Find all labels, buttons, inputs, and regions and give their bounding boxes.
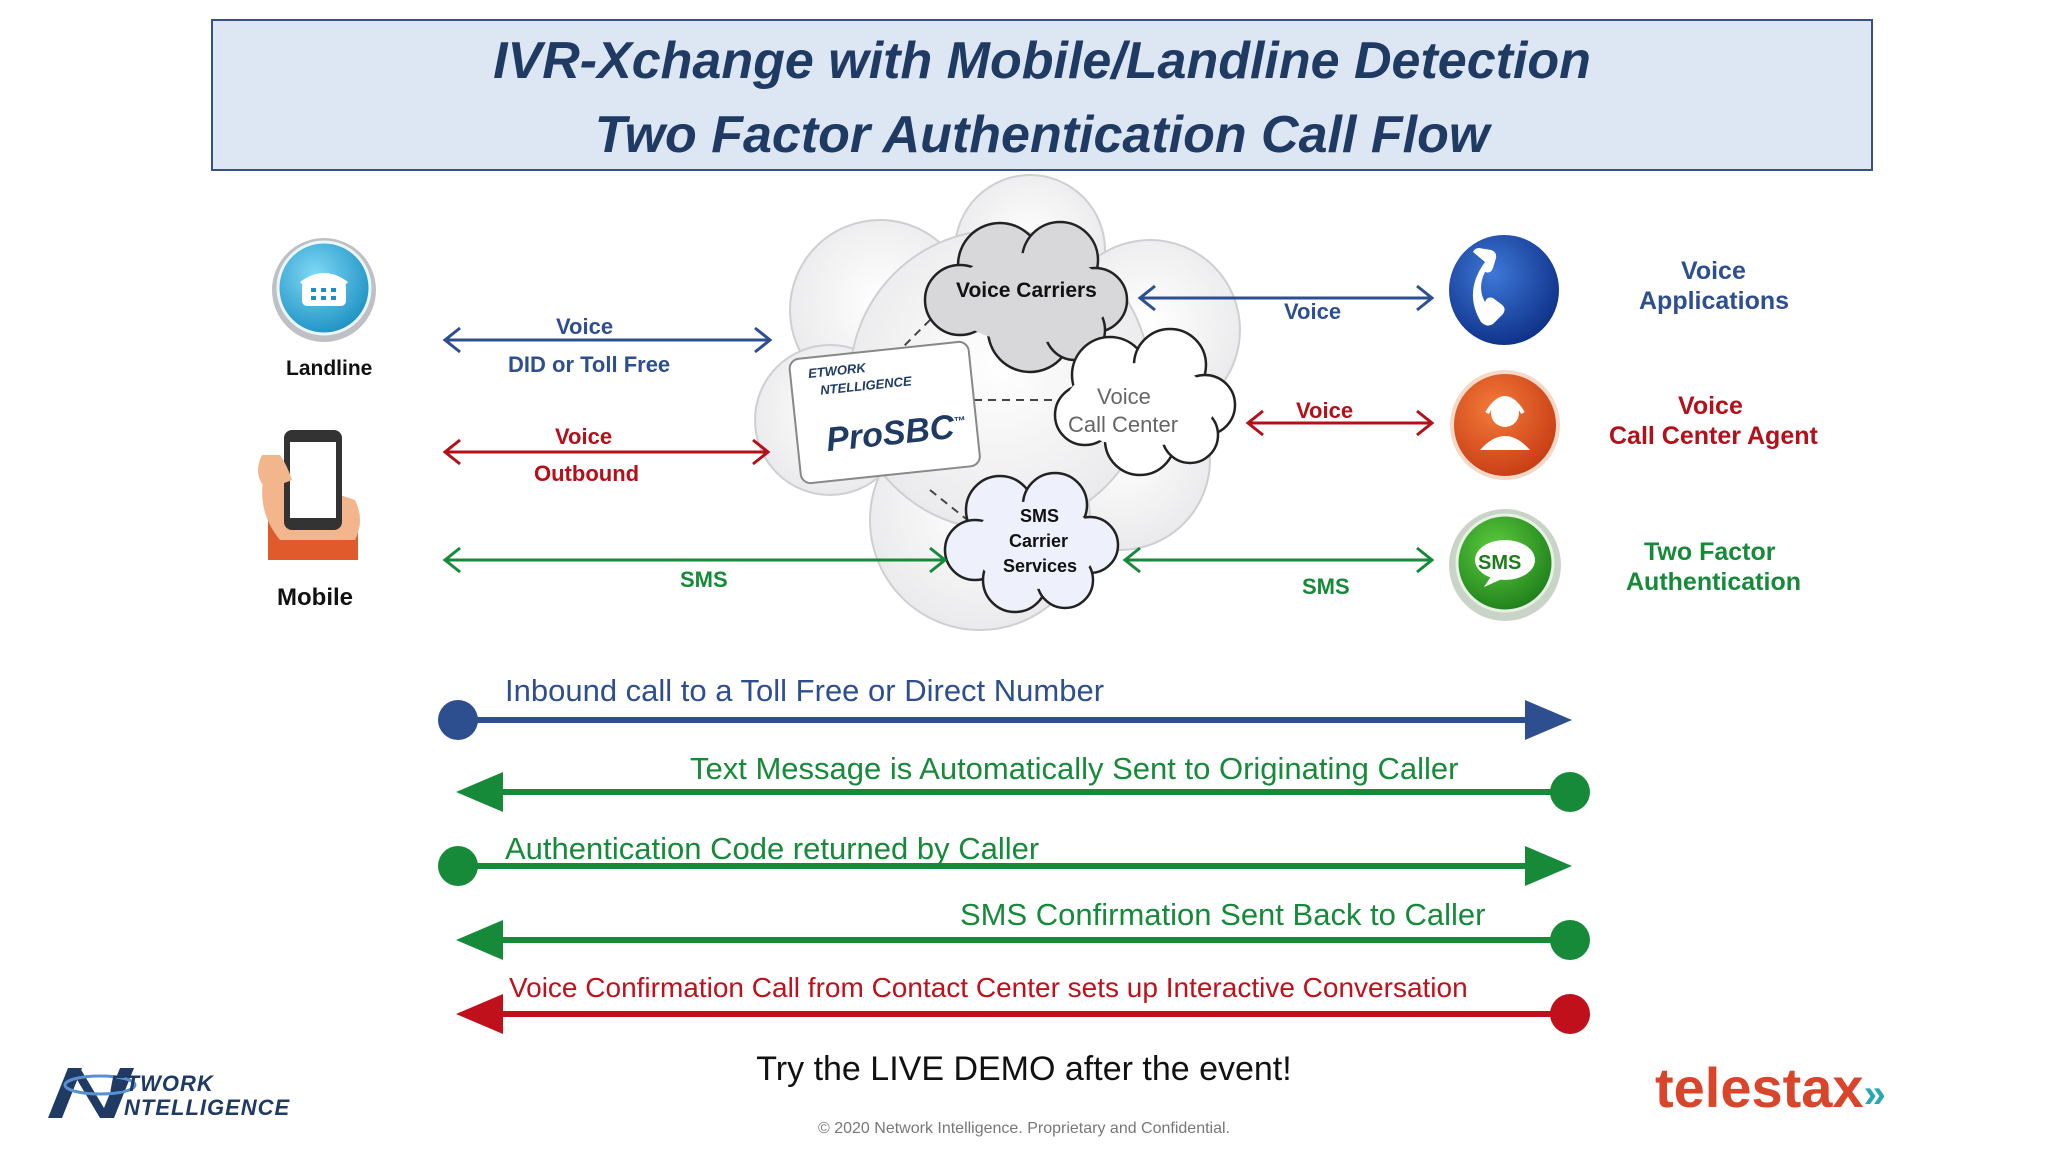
outbound-label: Outbound [534,461,640,486]
flow-arrow-head [456,920,503,960]
sms-carrier-label-1: SMS [1020,506,1060,526]
call-center-agent-link [1245,409,1435,437]
call-center-agent-label-1: Voice [1678,392,1743,420]
network-intelligence-logo: ETWORK NTELLIGENCE [110,1072,290,1120]
landline-voice-link [442,326,773,354]
flow-step-4-text: SMS Confirmation Sent Back to Caller [960,897,1486,932]
copyright-text: © 2020 Network Intelligence. Proprietary… [817,1120,1230,1137]
ni-logo-line-1: ETWORK [110,1071,214,1096]
voice-carriers-label: Voice Carriers [956,279,1097,302]
flow-arrow-head [456,772,503,812]
mobile-sms-link [442,546,948,574]
network-intelligence-logo-mark [48,1068,137,1118]
voice-applications-link [1137,284,1435,312]
live-demo-text: Try the LIVE DEMO after the event! [756,1050,1292,1088]
flow-arrow-origin-dot [438,700,478,740]
flow-arrow-origin-dot [1550,772,1590,812]
mobile-phone-icon [258,430,360,560]
mobile-sms-label: SMS [680,567,728,592]
two-factor-label-2: Authentication [1626,568,1801,596]
flow-step-3-text: Authentication Code returned by Caller [505,831,1040,866]
flow-step-1-text: Inbound call to a Toll Free or Direct Nu… [505,673,1105,708]
sms-carrier-label-3: Services [1003,556,1078,576]
chevron-right-icon: » [1863,1072,1886,1116]
flow-step-2-text: Text Message is Automatically Sent to Or… [690,751,1459,786]
flow-arrow-head [1525,846,1572,886]
call-center-agent-link-label: Voice [1296,398,1354,423]
flow-arrows [438,700,1590,1034]
flow-arrow-1 [438,700,1572,740]
flow-arrow-head [1525,700,1572,740]
voice-applications-phone-icon [1449,235,1559,345]
call-center-agent-icon [1450,370,1560,480]
landline-label: Landline [286,357,373,380]
telestax-logo: telestax» [1655,1055,1886,1120]
title-line-1: IVR-Xchange with Mobile/Landline Detecti… [493,32,1591,90]
ni-logo-line-2: NTELLIGENCE [124,1095,291,1120]
landline-icon [272,238,376,342]
prosbc-badge [788,340,981,485]
voice-applications-link-label: Voice [1284,299,1342,324]
call-center-agent-label-2: Call Center Agent [1609,422,1818,450]
call-center-label-1: Voice [1097,384,1151,409]
mobile-voice-label: Voice [555,424,613,449]
flow-arrow-4 [456,920,1590,960]
two-factor-sms-link-label: SMS [1302,574,1350,599]
title-banner: IVR-Xchange with Mobile/Landline Detecti… [211,19,1873,171]
call-center-label-2: Call Center [1068,412,1179,437]
flow-arrow-origin-dot [438,846,478,886]
flow-step-5-text: Voice Confirmation Call from Contact Cen… [509,972,1468,1003]
telestax-wordmark: telestax [1655,1056,1864,1119]
sms-carrier-label-2: Carrier [1009,531,1069,551]
title-line-2: Two Factor Authentication Call Flow [594,106,1490,164]
voice-applications-label-1: Voice [1681,257,1746,285]
flow-arrow-origin-dot [1550,994,1590,1034]
sms-icon [1449,509,1561,621]
two-factor-label-1: Two Factor [1644,538,1776,566]
mobile-voice-link [442,438,771,466]
mobile-label: Mobile [277,584,353,611]
voice-applications-label-2: Applications [1639,287,1790,315]
flow-arrow-head [456,994,503,1034]
flow-arrow-2 [456,772,1590,812]
flow-arrow-5 [456,994,1590,1034]
flow-arrow-3 [438,846,1572,886]
two-factor-sms-link [1122,546,1435,574]
did-toll-free-label: DID or Toll Free [508,352,671,377]
sms-icon-text: SMS [1478,552,1522,574]
landline-voice-label: Voice [556,314,614,339]
flow-arrow-origin-dot [1550,920,1590,960]
